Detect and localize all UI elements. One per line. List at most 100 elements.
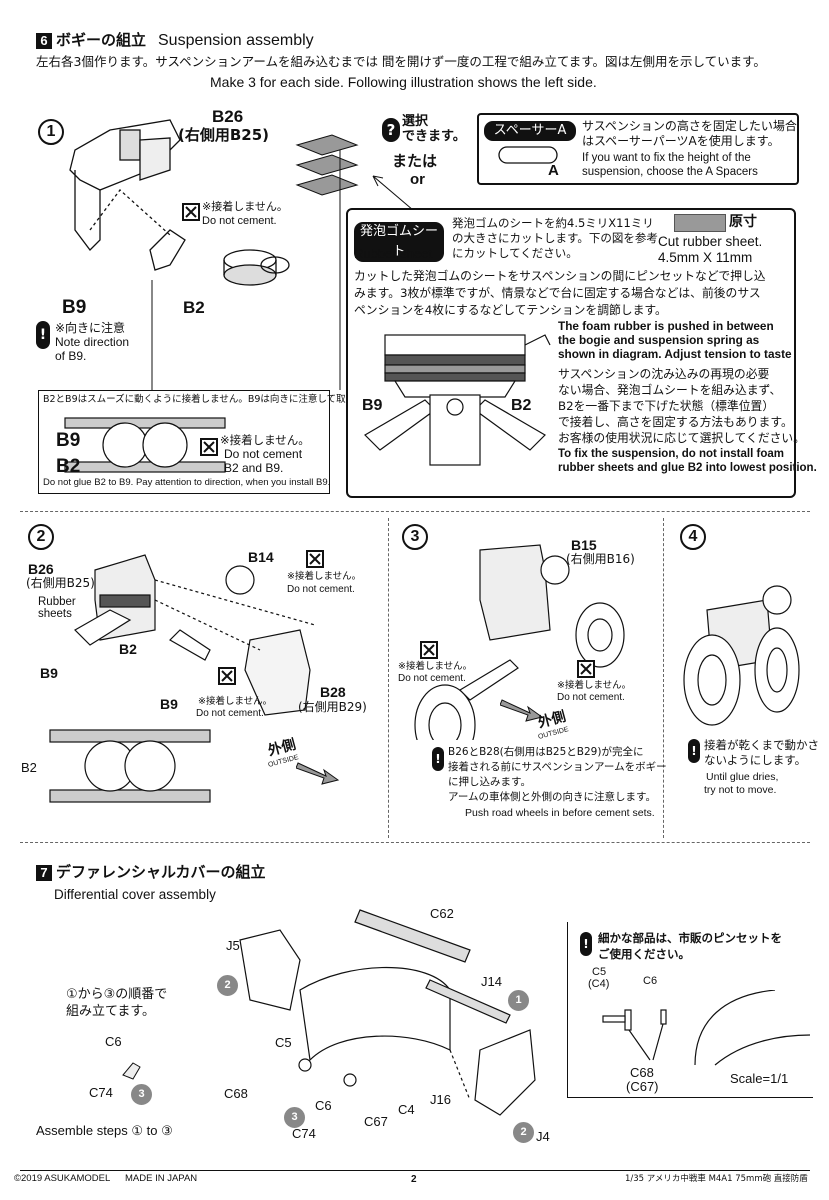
s2-nc-jp: ※接着しません。 [287, 571, 362, 582]
rubber-body-jp3: ペンションを4枚にするなどしてテンションを調節します。 [354, 303, 667, 317]
spacer-text-jp2: はスペーサーパーツAを使用します。 [582, 134, 780, 148]
fix-en2: rubber sheets and glue B2 into lowest po… [558, 462, 817, 474]
s2-nc-en: Do not cement. [287, 584, 355, 595]
footer-rule [20, 1170, 810, 1171]
rubber-b2-label: B2 [511, 397, 532, 414]
s4-note-jp1: 接着が乾くまで動かさ [704, 738, 819, 752]
step-4-number: 4 [680, 524, 706, 550]
s4-note-en1: Until glue dries, [706, 771, 779, 783]
s2-b9b: B9 [160, 696, 178, 712]
divider-step2-3 [388, 518, 389, 838]
s2-b14: B14 [248, 549, 274, 565]
s3-no-cement-icon-2 [577, 660, 595, 678]
rubber-text-jp2: の大きさにカットします。下の図を参考 [452, 231, 658, 245]
step-2-number: 2 [28, 524, 54, 550]
order-jp2: 組み立てます。 [66, 1004, 156, 1019]
j5-label: J5 [226, 938, 240, 953]
inset-no-cement-icon [200, 438, 218, 456]
spacer-a-label: スペーサーA [484, 121, 576, 141]
rubber-body-jp1: カットした発泡ゴムのシートをサスペンションの間にピンセットなどで押し込 [354, 269, 766, 283]
scale-box [567, 922, 813, 1098]
step-1-number: 1 [38, 119, 64, 145]
c67-label: C67 [364, 1114, 388, 1129]
s3-caution-icon: ! [432, 747, 444, 771]
divider-step3-4 [663, 518, 664, 838]
rubber-text-jp3: にカットしてください。 [452, 246, 578, 260]
j16-label: J16 [430, 1092, 451, 1107]
inset-b9-label: B9 [56, 430, 81, 451]
scale-label: Scale=1/1 [730, 1071, 789, 1086]
s2-b9: B9 [40, 665, 58, 681]
step4-illustration [683, 585, 800, 726]
scale-c68: C68 [630, 1065, 654, 1080]
s3-b15-right: (右側用B16) [566, 552, 635, 566]
no-cement-jp: ※接着しません。 [202, 200, 288, 213]
order-step3-badge: 3 [131, 1084, 152, 1105]
spacer-part-a: A [548, 162, 559, 179]
scale-c67: (C67) [626, 1079, 659, 1094]
s3-nc-jp: ※接着しません。 [398, 661, 473, 672]
cut-en2: 4.5mm X 11mm [658, 250, 753, 265]
scale-c4: (C4) [588, 978, 610, 990]
s2-no-cement-icon [306, 550, 324, 568]
section-6-badge: 6 [36, 33, 52, 49]
c68-label: C68 [224, 1086, 248, 1101]
note-direction-jp: ※向きに注意 [55, 321, 126, 335]
b26-label: B26 [212, 107, 244, 126]
fix-jp3: B2を一番下まで下げた状態（標準位置） [558, 399, 775, 413]
s3-nc-en: Do not cement. [398, 673, 466, 684]
s2-b28: B28 [320, 684, 346, 700]
step2-b2-b9-diagram [49, 729, 211, 803]
c62-label: C62 [430, 906, 454, 921]
c5-label: C5 [275, 1035, 292, 1050]
foam-en1: The foam rubber is pushed in between [558, 319, 774, 333]
s3-note-jp4: アームの車体側と外側の向きに注意します。 [448, 791, 657, 803]
scale-c5: C5 [592, 966, 607, 978]
step-3-number: 3 [402, 524, 428, 550]
scale-c6: C6 [643, 975, 658, 987]
rubber-sheet-label: 発泡ゴムシート [354, 222, 444, 262]
footer-made: MADE IN JAPAN [125, 1173, 198, 1184]
b2-b9-diagram [64, 417, 226, 473]
c6-c74-part [122, 1062, 141, 1080]
s4-note-jp2: ないようにします。 [704, 753, 807, 767]
diff-step2-badge-left: 2 [217, 975, 238, 996]
s2-b28-right: (右側用B29) [298, 700, 367, 714]
inset-b2-label: B2 [56, 456, 81, 477]
section-6-intro-en: Make 3 for each side. Following illustra… [210, 74, 597, 90]
section-6-intro-jp: 左右各3個作ります。サスペンションアームを組み込むまでは 間を開けず一度の工程で… [36, 54, 766, 69]
s4-note-en2: try not to move. [704, 784, 777, 796]
caution-icon: ! [36, 321, 50, 349]
s4-caution-icon: ! [688, 739, 700, 763]
s3-no-cement-icon [420, 641, 438, 659]
footer-copyright: ©2019 ASUKAMODEL [14, 1173, 111, 1184]
select-label: 選択 できます。 [402, 114, 466, 144]
spacer-text-jp1: サスペンションの高さを固定したい場合 [582, 119, 797, 133]
inset-top-jp: B2とB9はスムーズに動くように接着しません。B9は向きに注意して取り付けます。 [43, 394, 402, 405]
rubber-body-jp2: みます。3枚が標準ですが、情景などで台に固定する場合などは、前後のサス [354, 286, 761, 300]
b26-right-label: (右側用B25) [178, 126, 270, 144]
inset-bottom-en: Do not glue B2 to B9. Pay attention to d… [43, 477, 331, 488]
divider-step1 [20, 511, 810, 512]
bogie-illustration [69, 119, 290, 286]
c74-label: C74 [89, 1085, 113, 1100]
c6-label: C6 [105, 1034, 122, 1049]
actual-size-swatch [674, 214, 726, 232]
footer-page: 2 [411, 1174, 417, 1185]
s2-b2b: B2 [21, 760, 37, 775]
s2-no-cement-icon-2 [218, 667, 236, 685]
section-7-title-en: Differential cover assembly [54, 887, 216, 902]
rubber-sheet-en: Rubber sheet [354, 246, 433, 261]
foam-en2: the bogie and suspension spring as [558, 333, 760, 347]
no-cement-en: Do not cement. [202, 215, 277, 227]
inset-nc-jp: ※接着しません。 [220, 433, 310, 447]
inset-nc-en1: Do not cement [224, 447, 303, 461]
note-direction-en: Note direction [55, 335, 130, 349]
cut-en1: Cut rubber sheet. [658, 234, 763, 249]
diff-step1-badge: 1 [508, 990, 529, 1011]
or-en-label: or [410, 171, 425, 188]
section-7-title-jp: デファレンシャルカバーの組立 [56, 863, 266, 881]
s2-sheets: sheets [38, 608, 72, 620]
c74b-label: C74 [292, 1126, 316, 1141]
j14-label: J14 [481, 974, 502, 989]
